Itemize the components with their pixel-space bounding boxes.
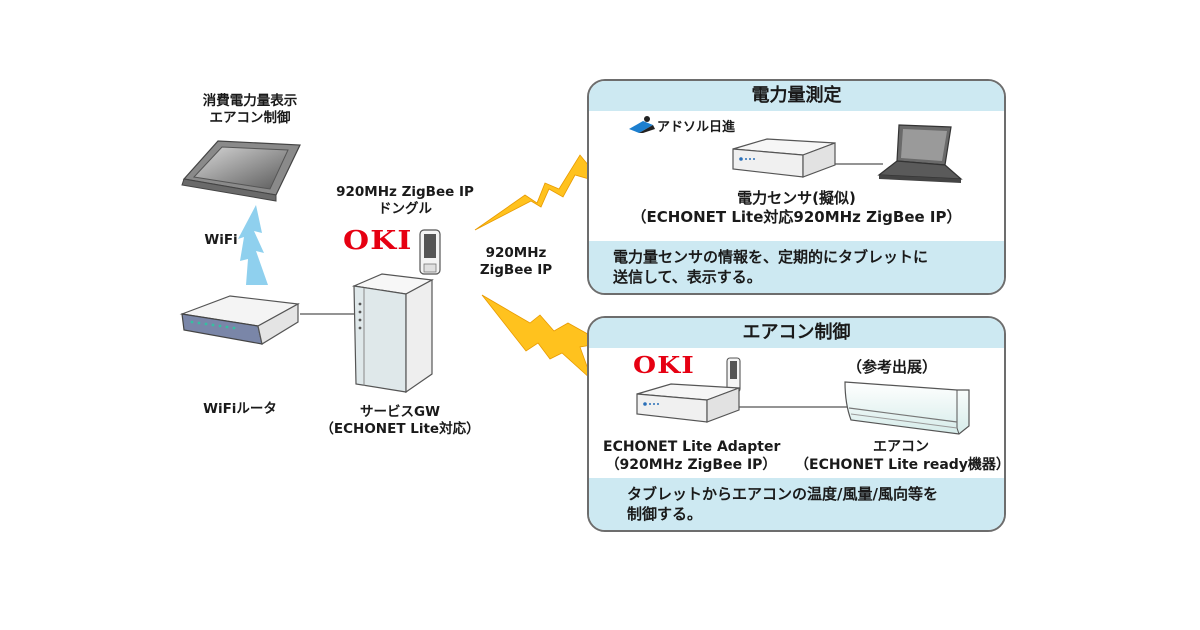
power-desc-line2: 送信して、表示する。 xyxy=(613,268,762,286)
tablet-label-line1: 消費電力量表示 xyxy=(202,93,298,109)
dongle-label-line1: 920MHz ZigBee IP xyxy=(336,184,474,200)
aircon-panel-title: エアコン制御 xyxy=(589,318,1004,348)
oki-logo: OKI xyxy=(343,226,413,256)
dongle-label: 920MHz ZigBee IP ドングル xyxy=(335,184,475,218)
aircon-label-line2: （ECHONET Lite ready機器） xyxy=(795,457,1006,473)
air-conditioner-icon xyxy=(844,381,970,435)
zigbee-link-line1: 920MHz xyxy=(485,245,547,261)
adapter-label-line2: （920MHz ZigBee IP） xyxy=(605,457,777,473)
reference-exhibit-note: （参考出展） xyxy=(847,358,938,376)
aircon-desc-line1: タブレットからエアコンの温度/風量/風向等を xyxy=(627,485,938,503)
wifi-router-icon xyxy=(179,295,300,345)
adapter-label-line1: ECHONET Lite Adapter xyxy=(603,439,781,455)
laptop-icon xyxy=(877,124,963,183)
adsol-nissin-logo-icon xyxy=(629,116,655,133)
power-sensor-icon xyxy=(732,138,836,178)
dongle-label-line2: ドングル xyxy=(378,201,432,217)
oki-logo-panel: OKI xyxy=(633,352,695,379)
zigbee-link-line2: ZigBee IP xyxy=(479,262,553,278)
power-sensor-label: 電力センサ(擬似) （ECHONET Lite対応920MHz ZigBee I… xyxy=(589,189,1004,227)
zigbee-link-label: 920MHz ZigBee IP xyxy=(476,245,556,279)
wifi-label: WiFi xyxy=(204,232,238,248)
power-panel-title: 電力量測定 xyxy=(589,81,1004,111)
gateway-label: サービスGW （ECHONET Lite対応） xyxy=(320,404,480,438)
gateway-label-line1: サービスGW xyxy=(360,404,440,420)
tablet-icon xyxy=(181,140,301,202)
router-label: WiFiルータ xyxy=(203,401,277,417)
power-sensor-label-line1: 電力センサ(擬似) xyxy=(737,189,856,207)
power-measurement-panel: 電力量測定 アドソル日進 電力センサ(擬似) （ECHONET Lite対応92… xyxy=(587,79,1006,295)
aircon-panel-description: タブレットからエアコンの温度/風量/風向等を 制御する。 xyxy=(589,478,1004,530)
echonet-adapter-icon xyxy=(636,383,740,423)
lightning-bolt-upper-icon xyxy=(474,154,605,231)
power-desc-line1: 電力量センサの情報を、定期的にタブレットに xyxy=(613,248,929,266)
partner-name: アドソル日進 xyxy=(657,120,736,135)
power-sensor-label-line2: （ECHONET Lite対応920MHz ZigBee IP） xyxy=(631,208,962,226)
lightning-bolt-lower-icon xyxy=(481,294,606,381)
gateway-label-line2: （ECHONET Lite対応） xyxy=(320,421,480,437)
sensor-laptop-cable xyxy=(835,163,883,165)
service-gateway-icon xyxy=(351,273,434,394)
wifi-signal-icon xyxy=(238,205,268,285)
aircon-label-line1: エアコン xyxy=(873,439,929,455)
tablet-label-line2: エアコン制御 xyxy=(209,110,291,126)
power-panel-description: 電力量センサの情報を、定期的にタブレットに 送信して、表示する。 xyxy=(589,241,1004,293)
adapter-aircon-cable xyxy=(739,406,847,408)
aircon-desc-line2: 制御する。 xyxy=(627,505,703,523)
aircon-label: エアコン （ECHONET Lite ready機器） xyxy=(795,438,1006,474)
echonet-adapter-label: ECHONET Lite Adapter （920MHz ZigBee IP） xyxy=(603,438,781,474)
zigbee-dongle-icon xyxy=(419,229,441,275)
aircon-control-panel: エアコン制御 OKI （参考出展） ECHONET Lite Adapter （… xyxy=(587,316,1006,532)
tablet-label: 消費電力量表示 エアコン制御 xyxy=(180,93,320,127)
